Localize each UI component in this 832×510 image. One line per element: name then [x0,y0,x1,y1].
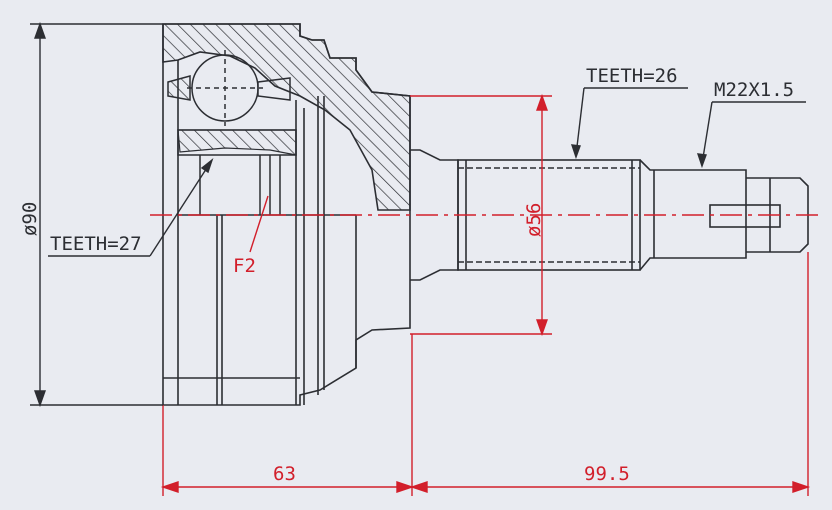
thread-label: M22X1.5 [714,79,794,101]
outer-diameter-label: ø90 [19,202,41,236]
dimension-lines [160,93,811,496]
shaft-teeth-label: TEETH=26 [586,65,678,87]
ball-cage-hatch [168,76,297,156]
shaft-diameter-label: ø56 [523,203,545,237]
inner-teeth-label: TEETH=27 [50,233,142,255]
callout-leaders [48,87,806,257]
splined-shaft [457,159,809,271]
feature-label: F2 [233,255,256,277]
shaft-length-label: 99.5 [584,463,630,485]
outer-diameter-dim [30,21,163,408]
housing-length-label: 63 [273,463,296,485]
